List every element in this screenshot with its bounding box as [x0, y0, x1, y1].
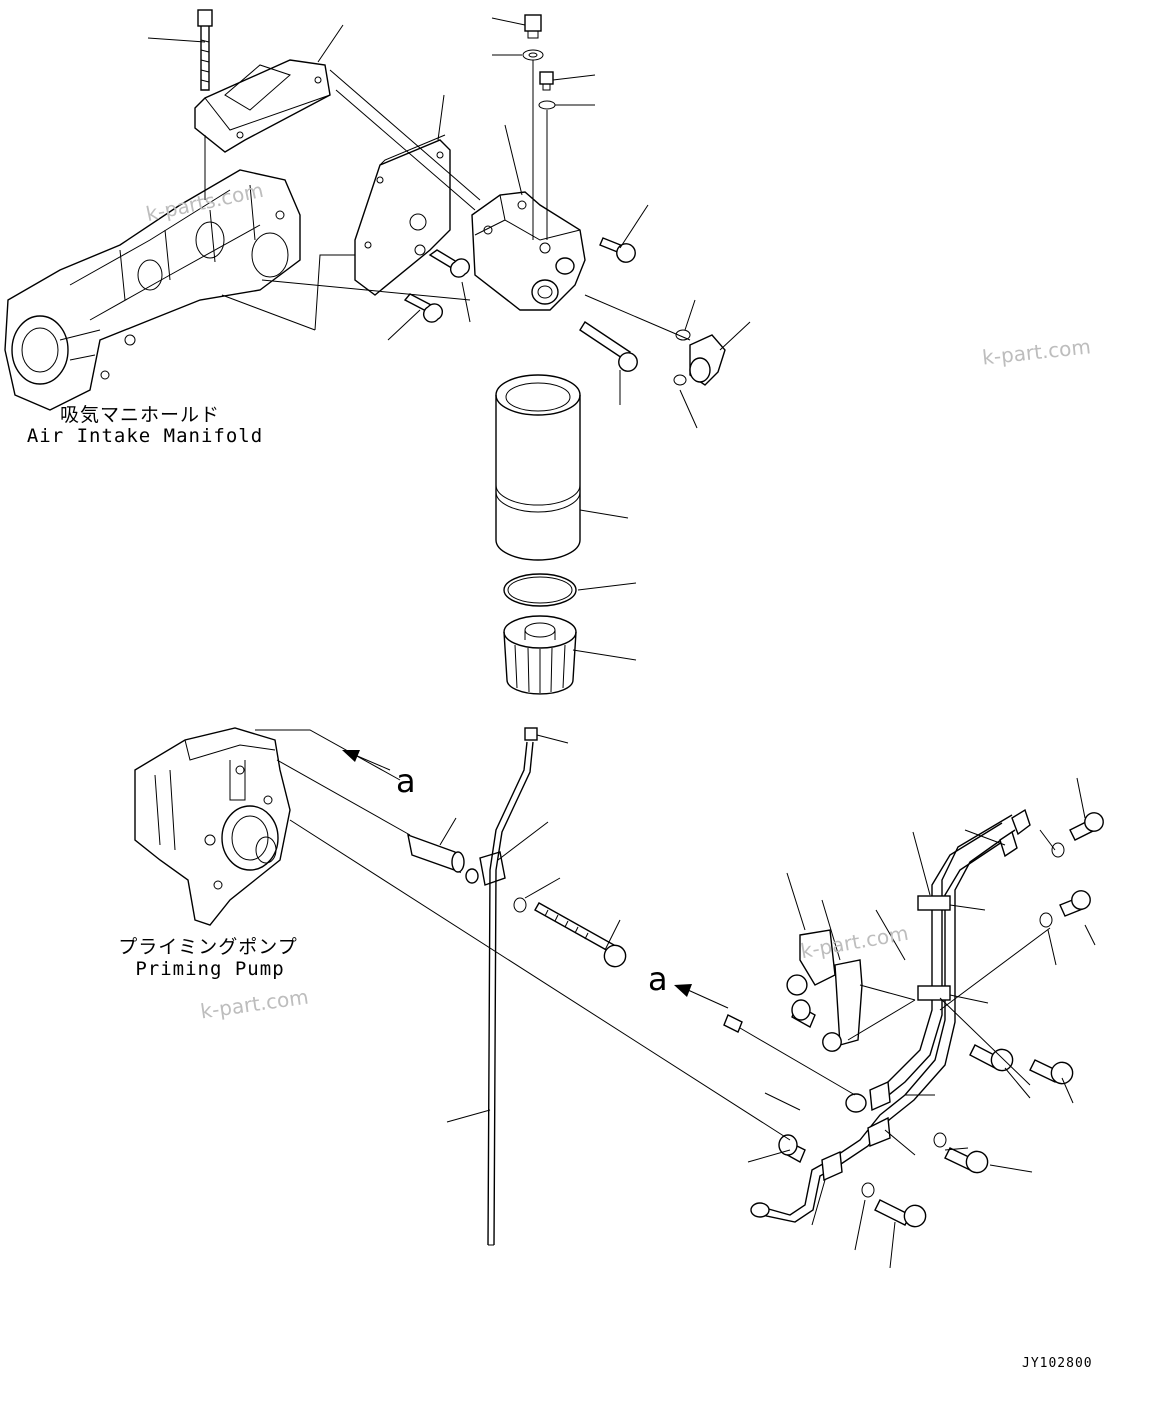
priming-pump-drawing: [134, 727, 291, 926]
leader-lines: [147, 17, 1096, 1269]
view-marker-a-upper: a: [396, 762, 416, 800]
fuel-filter-drawing: [495, 374, 581, 741]
priming-pump-label-en: Priming Pump: [135, 958, 285, 980]
view-marker-a-lower: a: [648, 960, 668, 998]
elbow-fitting-drawing: [673, 329, 726, 386]
filter-head-drawing: [471, 14, 638, 372]
fuel-pipe-assembly-drawing: [723, 808, 1104, 1228]
view-arrows: [342, 750, 729, 1009]
drain-tube-drawing: [407, 741, 627, 1246]
air-intake-manifold-drawing: [4, 169, 301, 411]
air-intake-manifold-label-en: Air Intake Manifold: [26, 425, 264, 447]
mounting-plate-drawing: [354, 134, 471, 323]
priming-pump-label-jp: プライミングポンプ: [118, 936, 298, 958]
drawing-code: JY102800: [1022, 1356, 1093, 1371]
air-intake-manifold-label-jp: 吸気マニホールド: [60, 404, 221, 426]
mounting-bracket-drawing: [194, 9, 331, 195]
